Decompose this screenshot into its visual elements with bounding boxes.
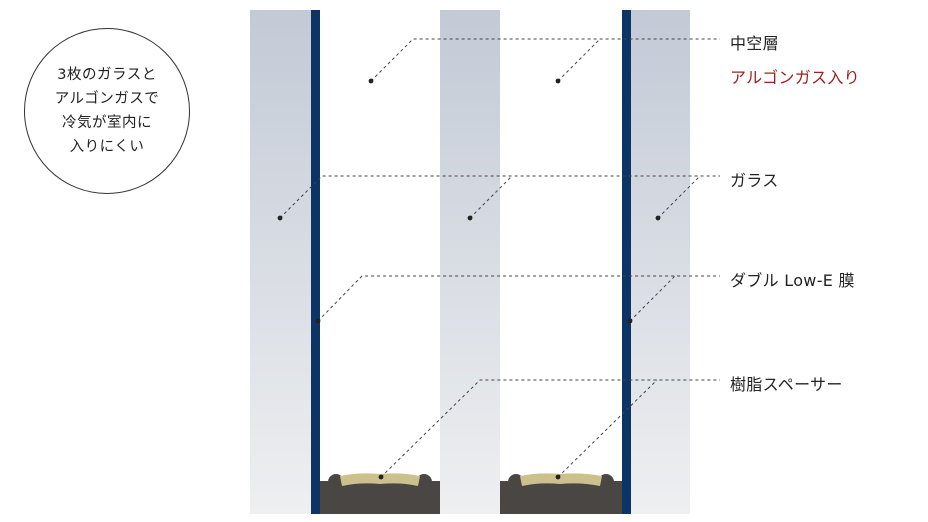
callout-line-2: アルゴンガスで: [54, 91, 160, 107]
feature-callout-circle: 3枚のガラスと アルゴンガスで 冷気が室内に 入りにくい: [24, 28, 190, 194]
label-argon-gas: アルゴンガス入り: [730, 68, 860, 87]
callout-line-3: 冷気が室内に: [61, 115, 152, 131]
low-e-film-left: [311, 10, 320, 514]
leader-spacer: [380, 379, 720, 478]
callout-line-1: 3枚のガラスと: [57, 67, 157, 83]
leader-lines: [279, 38, 720, 478]
low-e-film-right: [622, 10, 631, 514]
leader-air-layer: [370, 38, 720, 82]
glass-pane-right: [628, 10, 690, 514]
callout-line-4: 入りにくい: [69, 139, 145, 155]
label-resin-spacer: 樹脂スペーサー: [730, 375, 843, 394]
glass-pane-left: [250, 10, 312, 514]
resin-spacer-right: [500, 473, 622, 514]
label-double-low-e: ダブル Low-E 膜: [730, 271, 855, 290]
leader-glass: [279, 175, 720, 219]
label-air-layer: 中空層: [730, 34, 779, 53]
glass-pane-middle: [440, 10, 500, 514]
label-glass: ガラス: [730, 171, 779, 190]
leader-low-e: [317, 275, 720, 322]
resin-spacer-left: [320, 473, 440, 514]
pointer-dots: [277, 78, 661, 480]
callout-text: 3枚のガラスと アルゴンガスで 冷気が室内に 入りにくい: [55, 63, 160, 159]
